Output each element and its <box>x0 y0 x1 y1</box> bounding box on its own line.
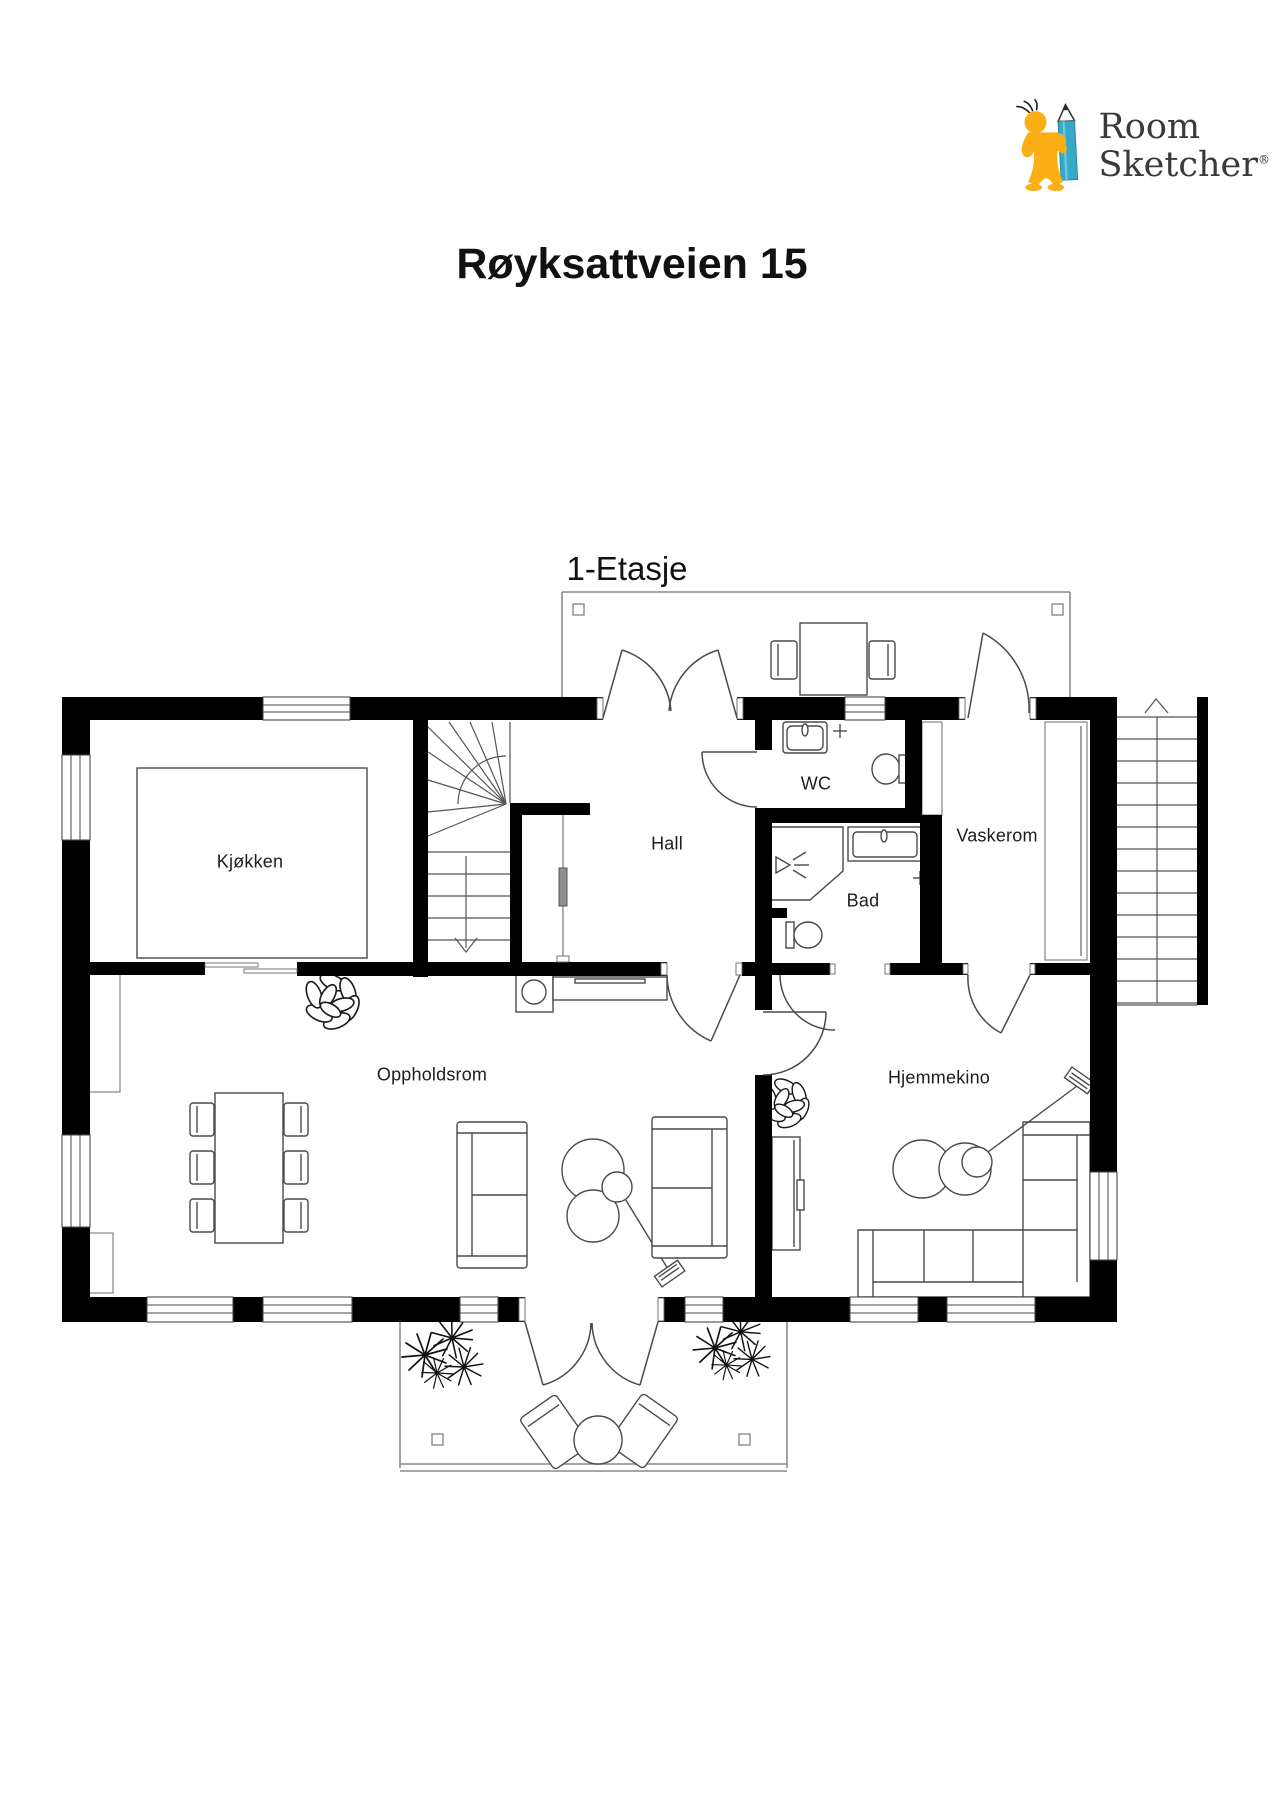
patio-chair <box>608 1393 678 1469</box>
dining-set <box>189 1092 309 1244</box>
room-label-oppholdsrom: Oppholdsrom <box>376 1064 488 1085</box>
floor-lamp <box>601 1171 686 1288</box>
dining-chair <box>189 1150 215 1185</box>
outdoor-table-set <box>770 622 896 696</box>
double-door-terrace-bottom <box>524 1321 659 1386</box>
patio-set <box>520 1393 678 1470</box>
terrace-post <box>431 1433 444 1446</box>
exterior-stairs <box>1117 697 1208 1006</box>
window <box>1089 1171 1118 1261</box>
sink-icon <box>782 721 828 754</box>
kitchen-furniture <box>136 767 368 959</box>
door-vaskerom <box>967 974 1031 1034</box>
roomsketcher-logo: Room Sketcher® <box>1008 96 1270 198</box>
patio-table <box>573 1415 623 1465</box>
wall-niche <box>87 971 121 1093</box>
plant-icon <box>302 969 364 1033</box>
sideboard <box>552 976 668 1001</box>
dining-table <box>214 1092 284 1244</box>
wall-niche <box>87 1232 114 1294</box>
door-hall-oppholdsrom <box>666 974 741 1042</box>
roomsketcher-mascot-icon <box>1016 98 1079 192</box>
outdoor-chair <box>770 640 798 680</box>
wood-stove <box>515 972 554 1013</box>
dining-chair <box>189 1102 215 1137</box>
dining-chair <box>283 1198 309 1233</box>
double-door-terrace-top <box>602 649 738 719</box>
pocket-door-hall <box>556 815 570 963</box>
counter <box>1044 721 1088 961</box>
shelf <box>921 721 943 816</box>
toilet-icon <box>871 753 908 785</box>
window <box>146 1296 234 1323</box>
dining-chair <box>283 1102 309 1137</box>
media-console <box>771 1136 805 1251</box>
oppholdsrom-furniture <box>87 969 728 1294</box>
registered-mark: ® <box>1258 152 1270 167</box>
room-label-hall: Hall <box>651 833 683 854</box>
logo-line2: Sketcher® <box>1098 145 1270 185</box>
toilet-icon <box>785 921 823 949</box>
room-label-vaskerom: Vaskerom <box>956 825 1038 846</box>
interior-stairs <box>427 721 511 953</box>
coffee-table <box>566 1189 620 1243</box>
terrace-post <box>1051 603 1064 616</box>
wc-fixtures <box>782 721 908 785</box>
sliding-door-kitchen <box>204 962 298 974</box>
room-label-hjemmekino: Hjemmekino <box>887 1067 991 1088</box>
sofa-right <box>651 1116 728 1259</box>
window <box>844 696 886 721</box>
door-hjemmekino <box>762 1011 827 1076</box>
door-wc <box>701 751 758 808</box>
stair-rail <box>1197 697 1208 1005</box>
window <box>61 754 91 841</box>
sofa-left <box>456 1121 528 1269</box>
tv <box>796 1179 805 1211</box>
sink-icon <box>847 826 923 862</box>
logo-line1: Room <box>1098 107 1201 148</box>
outdoor-chair <box>868 640 896 680</box>
page-title: Røyksattveien 15 <box>456 240 808 288</box>
dining-chair <box>283 1150 309 1185</box>
patio-chair <box>520 1394 590 1470</box>
plant-icon <box>402 1312 490 1394</box>
window <box>262 696 351 721</box>
floor-label: 1-Etasje <box>566 550 688 587</box>
arrow-down-icon <box>454 856 478 953</box>
logo-wordmark: Room Sketcher® <box>1098 107 1270 185</box>
window <box>61 1134 91 1228</box>
top-terrace <box>561 591 1071 697</box>
windows <box>61 696 1118 1323</box>
hjemmekino-furniture <box>758 1066 1096 1298</box>
exterior-walls <box>62 697 1117 1322</box>
window <box>262 1296 353 1323</box>
terrace-post <box>738 1433 751 1446</box>
shower-icon <box>769 826 844 901</box>
kitchen-island <box>136 767 368 959</box>
dining-chair <box>189 1198 215 1233</box>
faucet-icon <box>833 724 847 738</box>
lamp-shade <box>961 1146 993 1178</box>
window <box>849 1296 919 1323</box>
window <box>946 1296 1036 1323</box>
window <box>459 1296 499 1323</box>
door-vaskerom-terrace <box>967 632 1030 719</box>
outdoor-table <box>799 622 868 696</box>
room-label-bad: Bad <box>846 890 880 911</box>
terrace-post <box>572 603 585 616</box>
arrow-up-icon <box>1144 698 1169 714</box>
room-label-kjokken: Kjøkken <box>216 851 284 872</box>
room-label-wc: WC <box>800 773 832 794</box>
bottom-terrace <box>399 1307 788 1472</box>
window <box>684 1296 724 1323</box>
interior-walls <box>85 720 1090 1297</box>
door-jambs <box>518 697 1037 1322</box>
doors <box>204 632 1031 1386</box>
bad-fixtures <box>769 826 927 949</box>
door-bad <box>779 974 836 1031</box>
